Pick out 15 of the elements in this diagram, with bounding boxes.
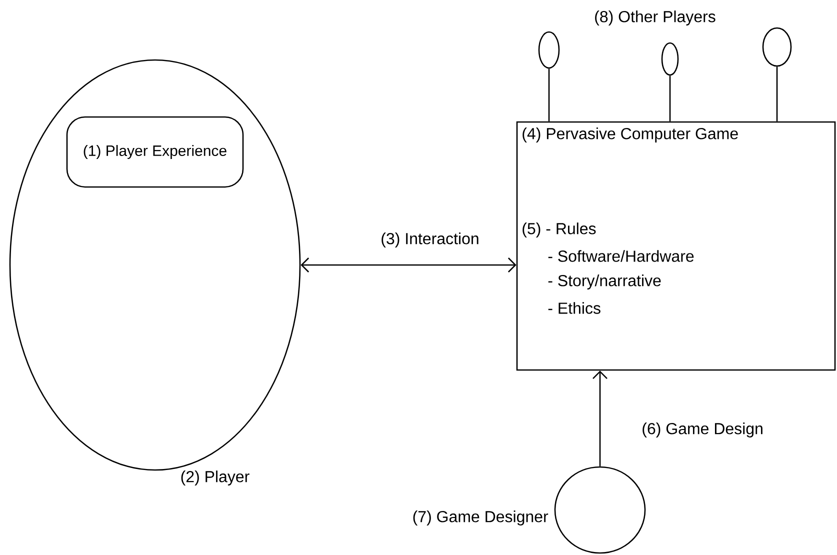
player-ellipse xyxy=(661,42,679,76)
node-label: (7) Game Designer xyxy=(413,510,548,526)
connector-line xyxy=(669,76,671,122)
rounded-box: (1) Player Experience xyxy=(66,116,244,188)
edge-label: (3) Interaction xyxy=(382,232,478,248)
player-ellipse xyxy=(538,31,560,69)
arrow xyxy=(592,370,608,466)
connector-line xyxy=(776,66,778,122)
player-ellipse xyxy=(762,27,792,67)
node-label: (2) Player xyxy=(181,470,250,486)
arrow xyxy=(300,258,516,272)
edge-label: (6) Game Design xyxy=(642,422,762,438)
game-box: (4) Pervasive Computer Game (5) - Rules - Software/Hardware - Story/narrative - Ethics xyxy=(516,121,836,371)
group-label: (8) Other Players xyxy=(595,10,716,26)
connector-line xyxy=(548,68,550,122)
